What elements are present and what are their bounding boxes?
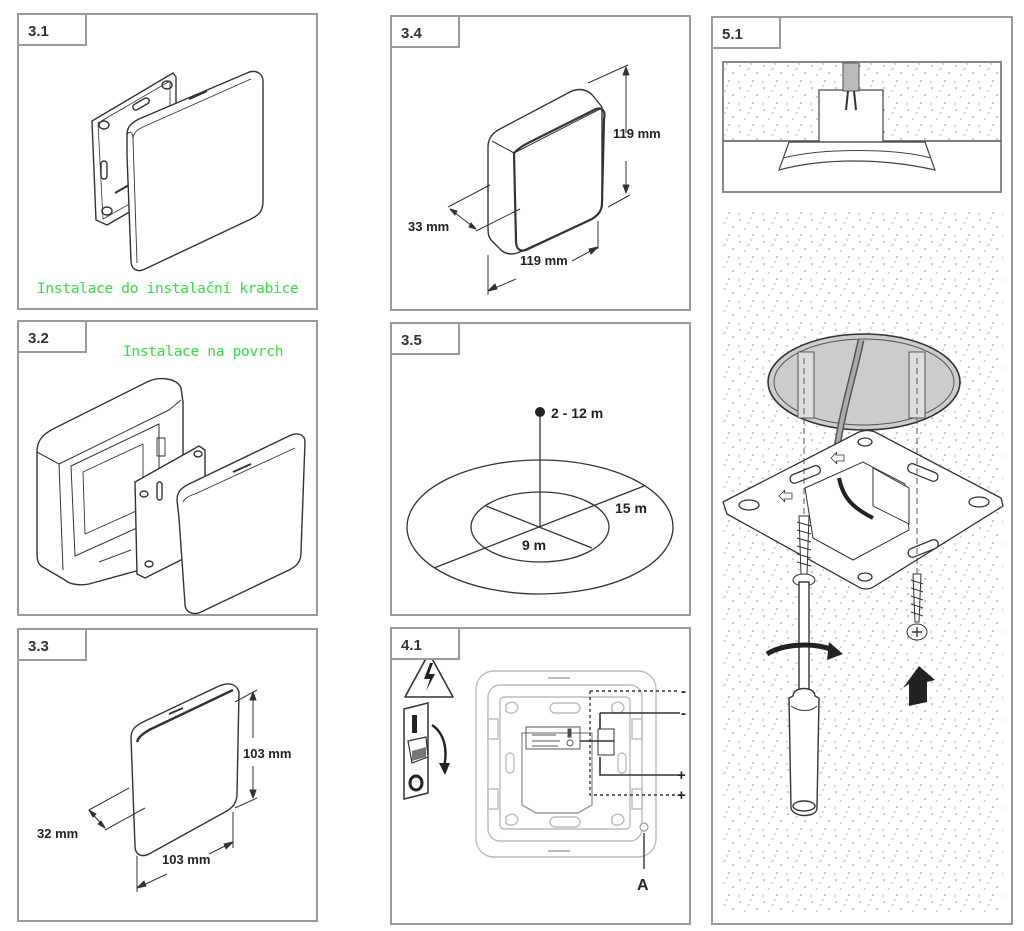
cover-plate (176, 433, 306, 615)
depth-dimension-line (447, 184, 521, 232)
terminal-plus-1: + (677, 767, 686, 784)
panel-number: 3.5 (390, 322, 460, 355)
sensor-point (535, 407, 545, 417)
marker-a-label: A (637, 877, 649, 894)
terminal-minus-2: - (681, 705, 686, 722)
height-dimension-line (234, 689, 258, 809)
screw-icon (906, 573, 928, 641)
caption-surface-mount: Instalace na povrch (123, 344, 284, 360)
high-voltage-warning-icon (404, 652, 454, 698)
surface-mount-illustration (36, 377, 306, 615)
width-label: 103 mm (162, 852, 210, 867)
ceiling-mounting-illustration (722, 61, 1004, 916)
panel-3-4: 119 mm 119 mm 33 mm 3.4 (390, 15, 691, 311)
turn-off-arrow-icon (431, 724, 447, 768)
circuit-breaker-icon (403, 702, 429, 800)
plate-hole (161, 80, 173, 90)
flush-mount-illustration (91, 70, 264, 272)
height-label: 103 mm (243, 746, 291, 761)
terminal-minus-1: - (681, 683, 686, 700)
plate-hole (101, 206, 113, 216)
inner-range-label: 9 m (522, 537, 546, 553)
depth-label: 32 mm (37, 826, 78, 841)
panel-number: 3.2 (17, 320, 87, 353)
mounting-plate (722, 429, 1004, 590)
outer-range-label: 15 m (615, 500, 647, 516)
panel-3-3: 103 mm 103 mm 32 mm 3.3 (17, 628, 318, 922)
width-dimension-line (136, 812, 234, 892)
depth-dimension-line (88, 787, 146, 831)
panel-number: 3.4 (390, 15, 460, 48)
screwdriver-icon (788, 581, 820, 817)
plate-hole (98, 120, 110, 130)
cover-dimensions-illustration: 103 mm 103 mm 32 mm (37, 683, 291, 892)
panel-3-1: 3.1 Instalace do instalační krabice (17, 13, 318, 310)
panel-number: 4.1 (390, 627, 460, 660)
depth-label: 33 mm (408, 219, 449, 234)
ceiling-cross-section (722, 61, 1002, 193)
cover-plate (126, 70, 264, 272)
panel-3-2: 3.2 Instalace na povrch (17, 320, 318, 616)
height-label: 119 mm (613, 126, 661, 141)
up-arrow-icon (903, 666, 935, 706)
panel-number: 3.1 (17, 13, 87, 46)
width-label: 119 mm (520, 253, 568, 268)
height-dimension-line (587, 64, 631, 208)
inner-cross-line (485, 505, 593, 549)
rotate-arrow-icon (765, 642, 834, 657)
terminal-plus-2: + (677, 787, 686, 804)
sensor-profile (778, 141, 936, 171)
panel-4-1: - - + + A 4.1 (390, 627, 691, 925)
caption-flush-mount: Instalace do instalační krabice (37, 281, 299, 297)
wiring-illustration: - - + + A (403, 652, 686, 894)
detection-range-diagram: 2 - 12 m 15 m 9 m (406, 405, 674, 595)
mounting-height-label: 2 - 12 m (551, 405, 603, 421)
panel-5-1: 5.1 (711, 16, 1013, 925)
cable-icon (842, 62, 860, 92)
panel-3-5: 2 - 12 m 15 m 9 m 3.5 (390, 322, 691, 616)
cover-plate (130, 683, 240, 857)
outer-frame (475, 670, 657, 858)
panel-number: 5.1 (711, 16, 781, 49)
width-dimension-line (487, 221, 599, 295)
installation-box (818, 89, 884, 143)
panel-number: 3.3 (17, 628, 87, 661)
housing-dimensions-illustration: 119 mm 119 mm 33 mm (408, 64, 661, 295)
